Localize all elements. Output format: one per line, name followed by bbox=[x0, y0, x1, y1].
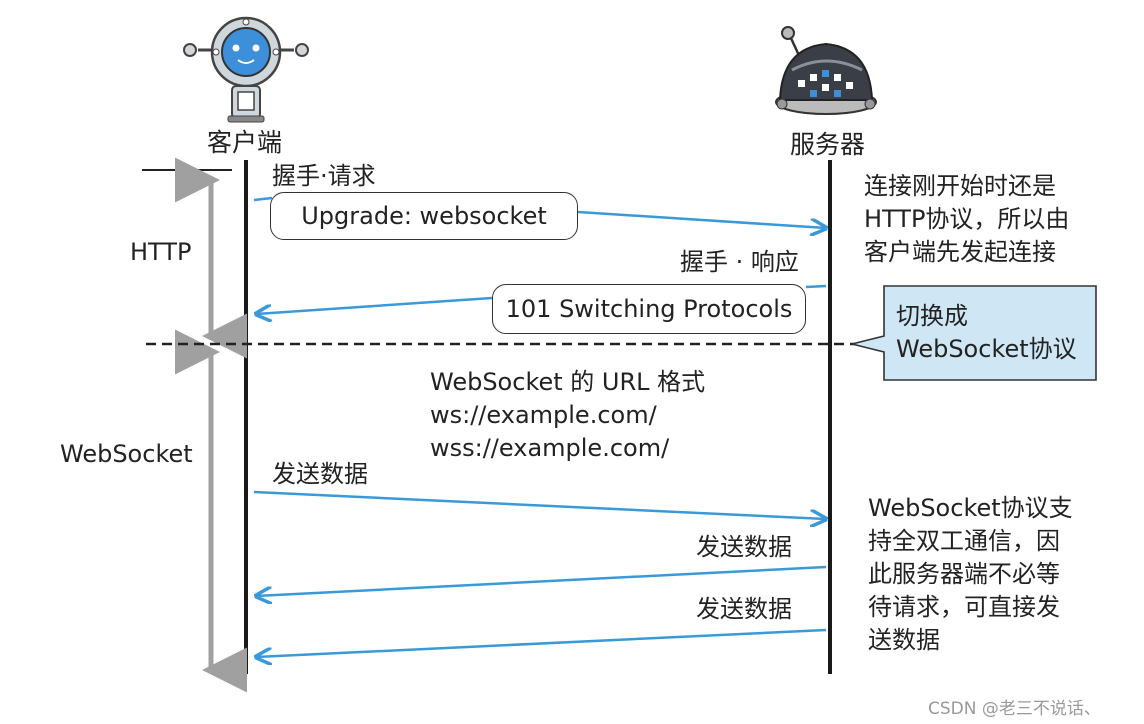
client-label: 客户端 bbox=[207, 128, 283, 157]
send-data-label-2: 发送数据 bbox=[696, 533, 792, 561]
full-duplex-note: WebSocket协议支 持全双工通信，因 此服务器端不必等 待请求，可直接发 … bbox=[868, 494, 1073, 654]
websocket-phase-label: WebSocket bbox=[60, 440, 193, 468]
send-data-arrow-3 bbox=[256, 628, 827, 657]
send-data-arrow-1 bbox=[253, 490, 826, 519]
http-start-note: 连接刚开始时还是 HTTP协议，所以由 客户端先发起连接 bbox=[864, 172, 1070, 266]
send-data-label-3: 发送数据 bbox=[696, 595, 792, 623]
http-phase-label: HTTP bbox=[130, 238, 192, 266]
robot-icon bbox=[183, 16, 309, 123]
handshake-response-label: 握手 · 响应 bbox=[680, 248, 799, 276]
handshake-response-arrow bbox=[256, 284, 827, 314]
switch-callout-box bbox=[851, 285, 1097, 381]
send-data-arrow-2 bbox=[256, 565, 827, 596]
handshake-request-label: 握手·请求 bbox=[272, 162, 376, 190]
wss-url: wss://example.com/ bbox=[430, 434, 670, 462]
switching-protocols-box: 101 Switching Protocols bbox=[492, 284, 806, 334]
handshake-request-arrow bbox=[253, 196, 826, 228]
send-data-label-1: 发送数据 bbox=[272, 460, 368, 488]
upgrade-header-box: Upgrade: websocket bbox=[270, 192, 578, 240]
switch-callout-text: 切换成 WebSocket协议 bbox=[896, 302, 1077, 363]
server-label: 服务器 bbox=[790, 130, 866, 159]
url-format-title: WebSocket 的 URL 格式 bbox=[430, 368, 706, 396]
ws-url: ws://example.com/ bbox=[430, 401, 657, 429]
server-robot-icon bbox=[775, 26, 877, 115]
watermark: CSDN @老三不说话、 bbox=[928, 699, 1101, 719]
